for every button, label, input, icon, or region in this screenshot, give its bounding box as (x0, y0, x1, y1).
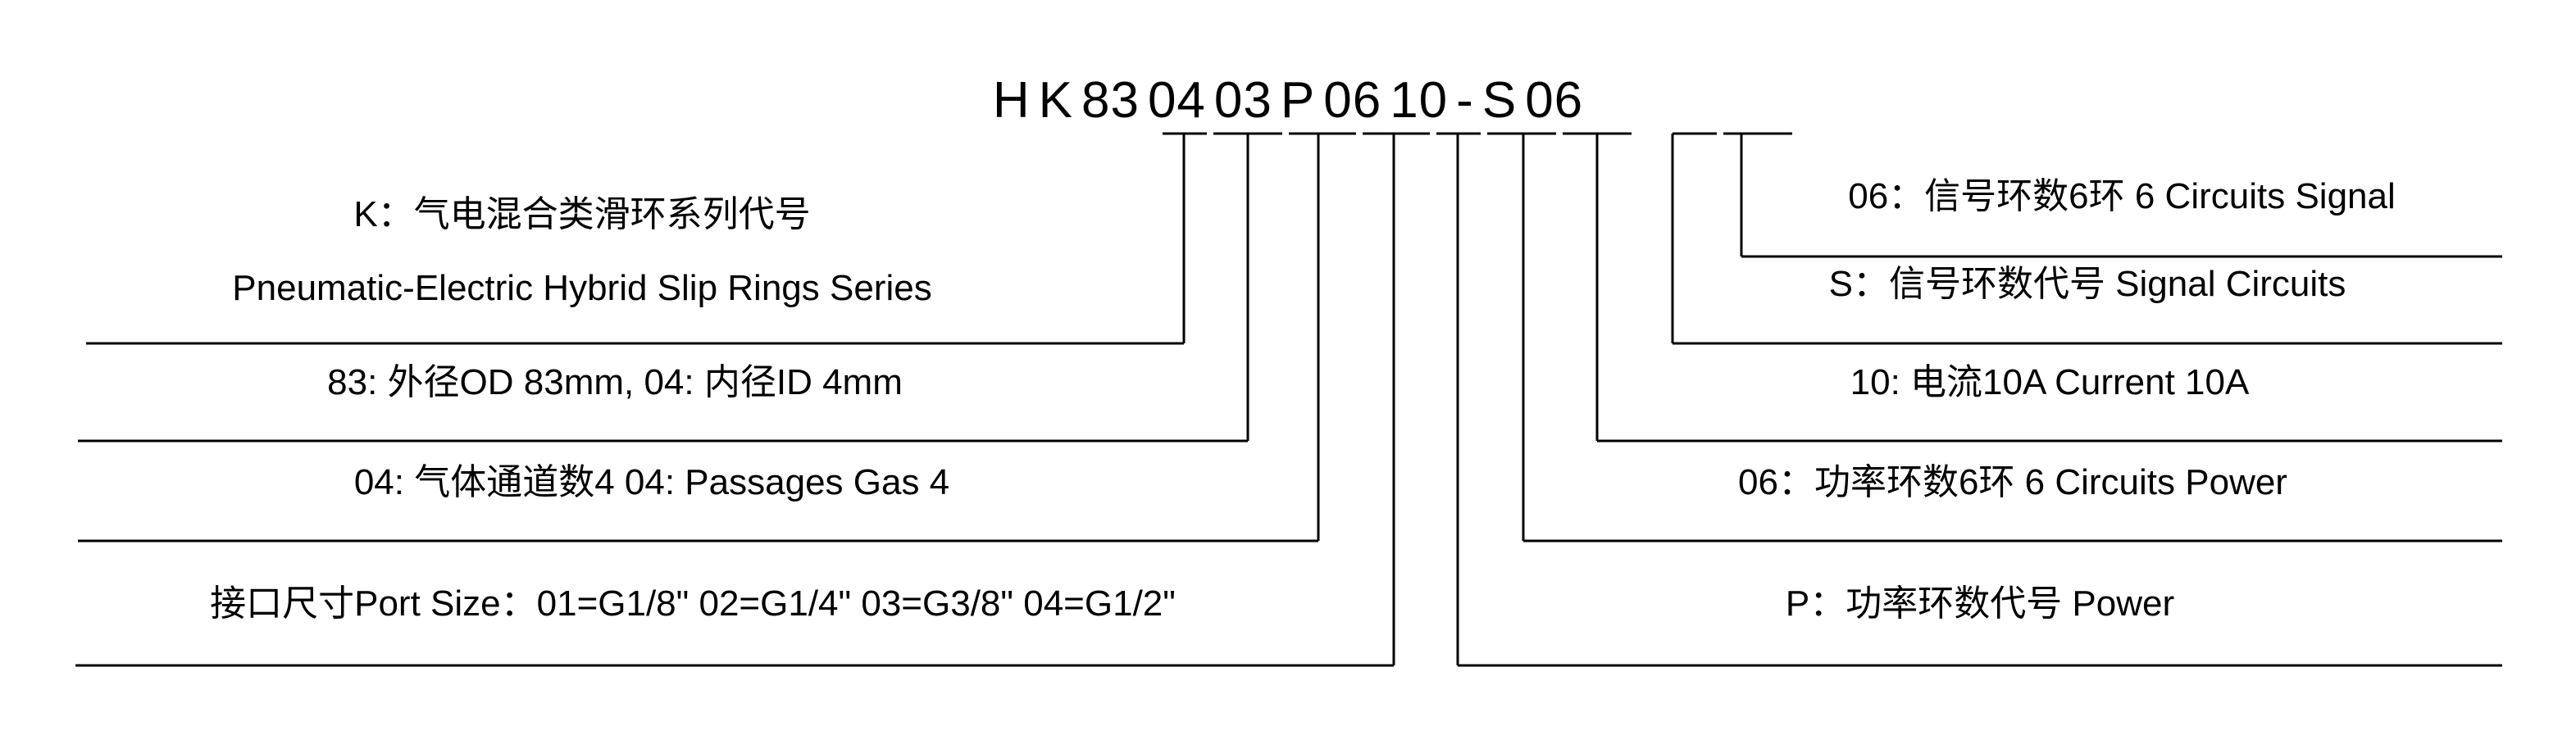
callout-current-label: 10: 电流10A Current 10A (1850, 362, 2250, 402)
part-number-segment-signal-circuits: 06 (1525, 72, 1584, 129)
callout-series-line2: Pneumatic-Electric Hybrid Slip Rings Ser… (232, 268, 932, 308)
callout-gas-passages-label: 04: 气体通道数4 04: Passages Gas 4 (353, 462, 950, 502)
callout-signal-circuits-count-label: 06：信号环数6环 6 Circuits Signal (1848, 176, 2396, 216)
callout-port-size-label: 接口尺寸Port Size：01=G1/8" 02=G1/4" 03=G3/8"… (210, 583, 1176, 624)
part-number-segment-p: P (1280, 72, 1316, 129)
part-number-segment-k: K (1038, 72, 1073, 129)
part-number-segment-port: 03 (1213, 72, 1272, 129)
part-number-segment-power-circuits: 06 (1323, 72, 1382, 129)
part-number-segment-dash: - (1456, 72, 1474, 129)
part-number-segment-s: S (1481, 72, 1518, 129)
callout-signal-code-label: S：信号环数代号 Signal Circuits (1828, 264, 2346, 304)
callout-diameter-label: 83: 外径OD 83mm, 04: 内径ID 4mm (327, 362, 903, 402)
part-number-segment-gas: 04 (1147, 72, 1206, 129)
callout-power-circuits-count-label: 06：功率环数6环 6 Circuits Power (1738, 462, 2287, 502)
part-number-segment-od-id: 83 (1081, 72, 1140, 129)
callout-power-code-label: P：功率环数代号 Power (1785, 583, 2175, 624)
part-number-segment-h: H (992, 72, 1031, 129)
part-number-segment-current: 10 (1390, 72, 1449, 129)
callout-series-line1: K：气电混合类滑环系列代号 (353, 194, 811, 234)
